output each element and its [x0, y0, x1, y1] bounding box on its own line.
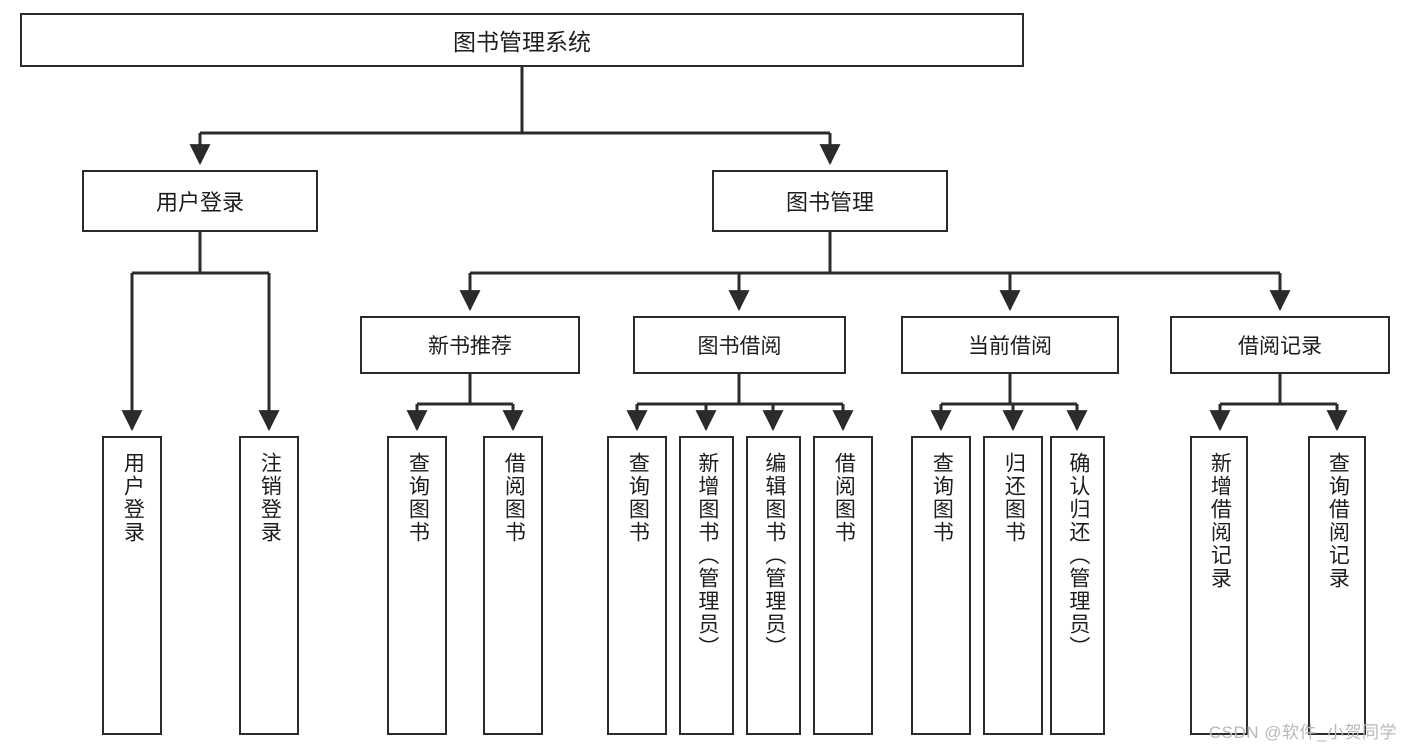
node-book-manage-label: 图书管理 [785, 190, 874, 215]
node-current-borrow[interactable]: 当前借阅 [901, 316, 1119, 374]
node-leaf-confirm-return[interactable]: 确认归还（管理员） [1050, 436, 1105, 735]
node-leaf-confirm-return-label: 确认归还（管理员） [1066, 452, 1090, 659]
node-borrow-record[interactable]: 借阅记录 [1170, 316, 1390, 374]
node-current-borrow-label: 当前借阅 [968, 335, 1052, 358]
node-book-manage[interactable]: 图书管理 [712, 170, 948, 232]
node-leaf-query-record[interactable]: 查询借阅记录 [1308, 436, 1366, 735]
node-leaf-return-book[interactable]: 归还图书 [983, 436, 1043, 735]
node-new-book-rec-label: 新书推荐 [428, 335, 512, 358]
node-leaf-add-record-label: 新增借阅记录 [1208, 452, 1232, 590]
node-book-borrow-label: 图书借阅 [697, 335, 782, 358]
node-borrow-record-label: 借阅记录 [1238, 335, 1322, 358]
node-leaf-logout-label: 注销登录 [258, 452, 282, 544]
node-leaf-query-book-2[interactable]: 查询图书 [607, 436, 667, 735]
node-user-login[interactable]: 用户登录 [82, 170, 318, 232]
node-leaf-user-login[interactable]: 用户登录 [102, 436, 162, 735]
node-leaf-borrow-book-2-label: 借阅图书 [832, 452, 856, 544]
node-leaf-borrow-book-1-label: 借阅图书 [502, 452, 526, 544]
node-leaf-query-book-3-label: 查询图书 [930, 452, 954, 544]
node-leaf-return-book-label: 归还图书 [1002, 452, 1026, 544]
node-leaf-query-book-3[interactable]: 查询图书 [911, 436, 971, 735]
node-leaf-user-login-label: 用户登录 [121, 452, 145, 544]
node-root[interactable]: 图书管理系统 [20, 13, 1024, 67]
node-leaf-logout[interactable]: 注销登录 [239, 436, 299, 735]
node-leaf-borrow-book-1[interactable]: 借阅图书 [483, 436, 543, 735]
node-user-login-label: 用户登录 [155, 190, 244, 215]
node-leaf-query-record-label: 查询借阅记录 [1326, 452, 1350, 590]
node-leaf-query-book-2-label: 查询图书 [626, 452, 650, 544]
node-leaf-edit-book-label: 编辑图书（管理员） [762, 452, 786, 659]
node-book-borrow[interactable]: 图书借阅 [633, 316, 846, 374]
node-leaf-add-book-label: 新增图书（管理员） [695, 452, 719, 659]
watermark: CSDN @软件_小贺同学 [1208, 723, 1397, 742]
node-leaf-edit-book[interactable]: 编辑图书（管理员） [746, 436, 801, 735]
node-leaf-add-book[interactable]: 新增图书（管理员） [679, 436, 734, 735]
node-leaf-add-record[interactable]: 新增借阅记录 [1190, 436, 1248, 735]
node-new-book-rec[interactable]: 新书推荐 [360, 316, 580, 374]
node-leaf-query-book-1[interactable]: 查询图书 [387, 436, 447, 735]
node-root-label: 图书管理系统 [453, 29, 591, 55]
node-leaf-query-book-1-label: 查询图书 [406, 452, 430, 544]
node-leaf-borrow-book-2[interactable]: 借阅图书 [813, 436, 873, 735]
